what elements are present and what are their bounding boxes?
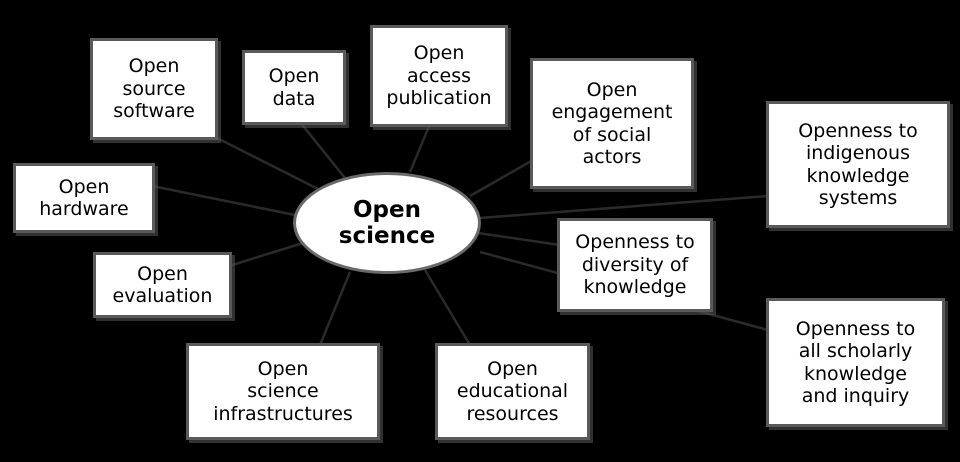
node-open-evaluation[interactable]: Open evaluation <box>93 252 232 318</box>
node-openness-to-indigenous-knowledge-systems[interactable]: Openness to indigenous knowledge systems <box>766 101 950 228</box>
connector-line <box>151 184 296 217</box>
node-open-hardware[interactable]: Open hardware <box>13 163 155 233</box>
connector-line <box>299 121 346 179</box>
connector-line <box>423 269 472 346</box>
node-openness-to-all-scholarly-knowledge-and-inquiry[interactable]: Openness to all scholarly knowledge and … <box>766 298 945 427</box>
connector-line <box>469 158 534 198</box>
node-openness-to-diversity-of-knowledge[interactable]: Openness to diversity of knowledge <box>557 218 713 312</box>
node-open-data[interactable]: Open data <box>242 50 346 125</box>
node-open-source-software[interactable]: Open source software <box>90 38 218 140</box>
node-open-science-infrastructures[interactable]: Open science infrastructures <box>186 343 380 440</box>
connector-line <box>210 133 321 192</box>
connector-line <box>318 271 352 346</box>
connector-line <box>477 231 561 247</box>
connector-line <box>228 241 304 268</box>
hub-open-science[interactable]: Open science <box>293 172 481 274</box>
node-open-engagement-of-social-actors[interactable]: Open engagement of social actors <box>530 58 694 189</box>
node-open-access-publication[interactable]: Open access publication <box>370 25 508 127</box>
connector-line <box>408 123 432 173</box>
node-open-educational-resources[interactable]: Open educational resources <box>435 343 590 440</box>
connector-line <box>479 194 769 220</box>
